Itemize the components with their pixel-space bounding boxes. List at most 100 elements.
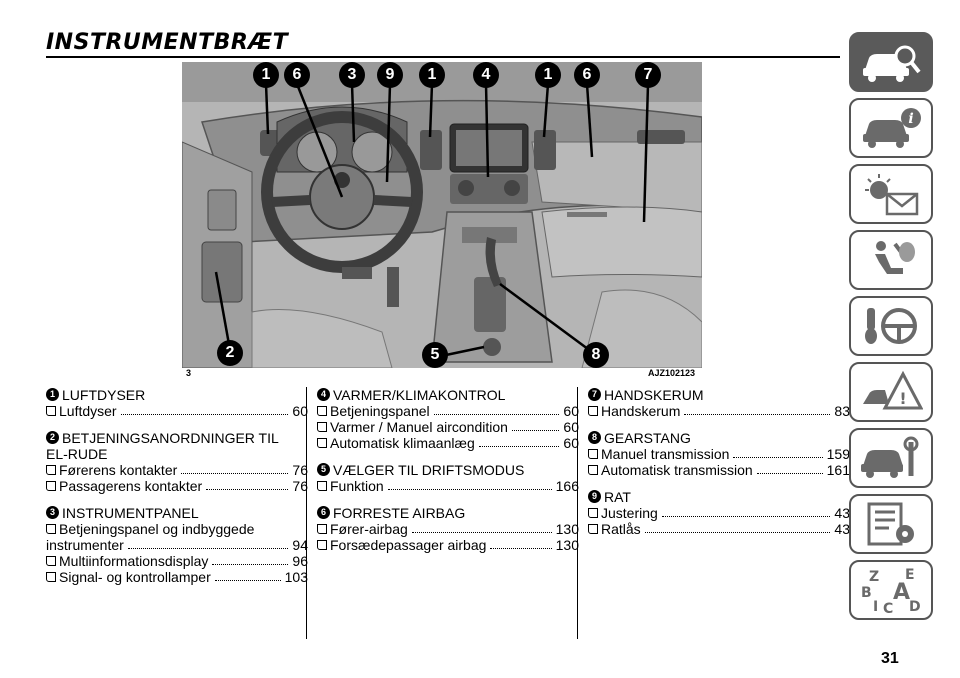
dot-leader (411, 532, 552, 533)
airbag-seat-icon (875, 241, 915, 274)
svg-text:i: i (908, 111, 913, 127)
page-ref-icon (317, 524, 327, 534)
index-entry[interactable]: Automatisk klimaanlæg 60 (317, 435, 579, 451)
index-entry[interactable]: Betjeningspanel og indbyggede (46, 521, 308, 537)
entry-label: Automatisk transmission (601, 462, 753, 478)
entry-page: 43 (834, 505, 850, 521)
entry-page: 103 (284, 569, 308, 585)
dot-leader (756, 473, 823, 474)
dot-leader (127, 548, 289, 549)
callout-7-glovebox: 7 (635, 62, 661, 88)
page-ref-icon (317, 406, 327, 416)
tab-starting-driving[interactable] (849, 296, 933, 356)
entry-page: 161 (826, 462, 850, 478)
page-ref-icon (588, 449, 598, 459)
entry-label: Ratlås (601, 521, 641, 537)
chapter-tabs: i ! (849, 32, 933, 626)
entry-label: Handskerum (601, 403, 681, 419)
entry-label: Forsædepassager airbag (330, 537, 487, 553)
tab-safety[interactable] (849, 230, 933, 290)
callout-8-gear-lever: 8 (583, 342, 609, 368)
index-entry[interactable]: Ratlås 43 (588, 521, 850, 537)
page-ref-icon (317, 481, 327, 491)
entry-page: 159 (826, 446, 850, 462)
dot-leader (511, 430, 560, 431)
page-ref-icon (46, 524, 56, 534)
page-ref-icon (588, 465, 598, 475)
entry-page: 60 (563, 435, 579, 451)
index-entry[interactable]: Justering 43 (588, 505, 850, 521)
index-entry[interactable]: Forsædepassager airbag 130 (317, 537, 579, 553)
section-number-badge: 9 (588, 490, 601, 503)
car-info-icon: i (863, 108, 921, 148)
entry-label: Justering (601, 505, 658, 521)
page-ref-icon (46, 572, 56, 582)
section-title: RAT (604, 489, 631, 505)
tab-warning-lights[interactable] (849, 164, 933, 224)
entry-page: 43 (834, 521, 850, 537)
dot-leader (661, 516, 831, 517)
entry-page: 130 (555, 537, 579, 553)
dashboard-illustration: 1 6 3 9 1 4 1 6 7 2 5 8 (182, 62, 702, 368)
entry-page: 94 (292, 537, 308, 553)
section-title: VÆLGER TIL DRIFTSMODUS (333, 462, 525, 478)
tab-getting-to-know-vehicle[interactable] (849, 32, 933, 92)
dot-leader (181, 473, 289, 474)
dashboard-drawing (182, 62, 702, 368)
dot-leader (433, 414, 560, 415)
entry-label: Betjeningspanel og indbyggede (59, 521, 255, 537)
section-title: VARMER/KLIMAKONTROL (333, 387, 506, 403)
svg-text:!: ! (899, 389, 906, 408)
entry-page: 130 (555, 521, 579, 537)
callout-9-steering-wheel: 9 (377, 62, 403, 88)
page-ref-icon (46, 406, 56, 416)
index-letter: I (873, 599, 878, 615)
section-title-continued: EL-RUDE (46, 446, 108, 462)
dot-leader (206, 489, 289, 490)
tab-servicing-maintenance[interactable] (849, 428, 933, 488)
tab-technical-specifications[interactable] (849, 494, 933, 554)
alphabetical-index-icon: Z E B A I C D (861, 567, 921, 615)
index-letter: C (883, 601, 893, 615)
callout-5-drive-mode-selector: 5 (422, 342, 448, 368)
dot-leader (490, 548, 552, 549)
section-number-badge: 5 (317, 463, 330, 476)
callout-1-center-vent-left: 1 (419, 62, 445, 88)
callout-6-passenger-airbag: 6 (574, 62, 600, 88)
index-entry[interactable]: Handskerum 83 (588, 403, 850, 419)
entry-label: Passagerens kontakter (59, 478, 203, 494)
dot-leader (478, 446, 560, 447)
section-number-badge: 4 (317, 388, 330, 401)
section-number-badge: 8 (588, 431, 601, 444)
entry-page: 83 (834, 403, 850, 419)
entry-label: Automatisk klimaanlæg (330, 435, 475, 451)
tab-in-an-emergency[interactable]: ! (849, 362, 933, 422)
index-entry[interactable]: Automatisk transmission 161 (588, 462, 850, 478)
car-search-icon (863, 45, 921, 82)
index-letter: E (905, 567, 915, 583)
entry-page: 60 (563, 403, 579, 419)
figure-number: 3 (186, 368, 192, 378)
breakdown-warning-icon: ! (863, 370, 923, 410)
section-number-badge: 2 (46, 431, 59, 444)
tab-alphabetical-index[interactable]: Z E B A I C D (849, 560, 933, 620)
figure-id: AJZ102123 (648, 368, 696, 378)
tab-dashboard-info[interactable]: i (849, 98, 933, 158)
callout-4-climate-control: 4 (473, 62, 499, 88)
dot-leader (684, 414, 831, 415)
page-ref-icon (46, 556, 56, 566)
